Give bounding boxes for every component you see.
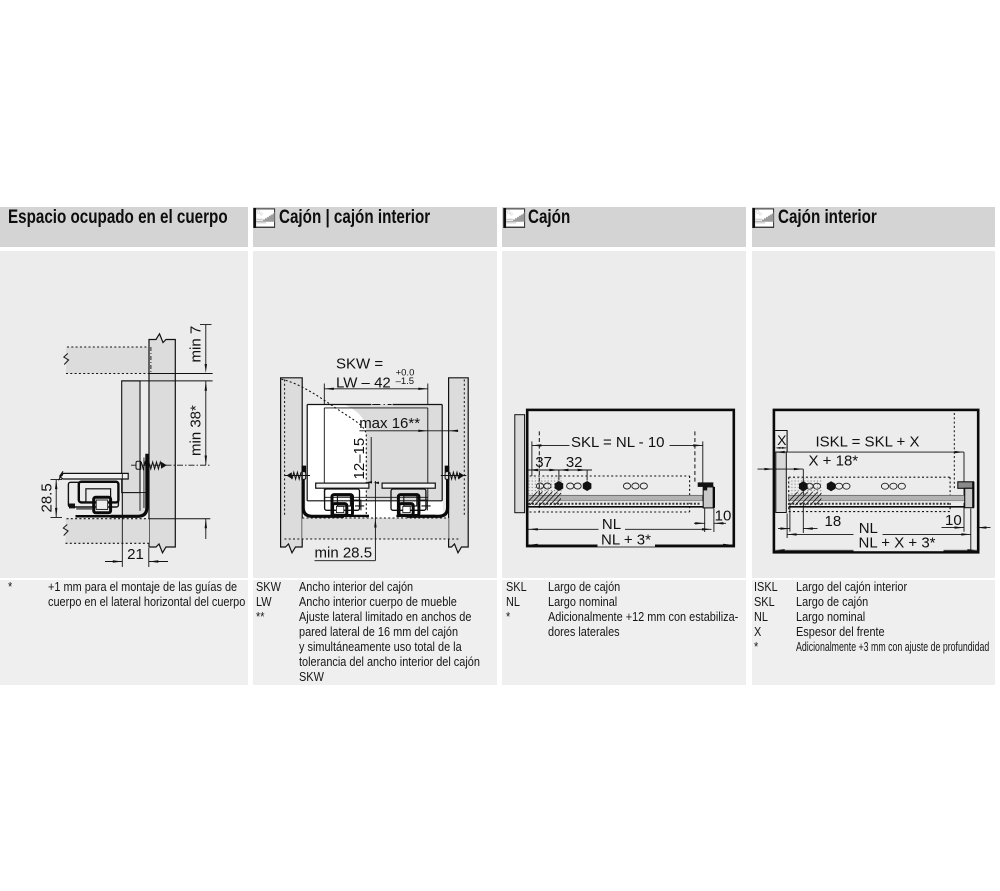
- svg-text:–1.5: –1.5: [396, 376, 415, 387]
- svg-text:28.5: 28.5: [39, 483, 56, 512]
- svg-text:18: 18: [824, 513, 841, 530]
- svg-text:NL + 3*: NL + 3*: [601, 531, 651, 548]
- svg-text:min 28.5: min 28.5: [315, 545, 373, 562]
- svg-text:min 7: min 7: [188, 326, 205, 363]
- svg-text:12–15: 12–15: [351, 438, 368, 480]
- svg-text:max 16**: max 16**: [359, 415, 420, 432]
- svg-text:min 38*: min 38*: [188, 405, 205, 456]
- svg-text:SKL = NL - 10: SKL = NL - 10: [571, 434, 665, 451]
- svg-text:+0.0: +0.0: [396, 368, 415, 379]
- svg-text:X: X: [777, 432, 787, 448]
- svg-text:37: 37: [535, 454, 552, 471]
- svg-text:32: 32: [566, 454, 583, 471]
- svg-text:LW – 42: LW – 42: [336, 374, 391, 391]
- svg-text:SKW =: SKW =: [336, 356, 383, 373]
- svg-text:21: 21: [127, 546, 144, 563]
- svg-text:NL: NL: [858, 520, 877, 537]
- svg-text:X + 18*: X + 18*: [808, 452, 858, 469]
- svg-text:10: 10: [715, 508, 732, 525]
- svg-text:ISKL = SKL + X: ISKL = SKL + X: [815, 433, 919, 450]
- svg-text:NL + X + 3*: NL + X + 3*: [858, 534, 935, 551]
- svg-text:NL: NL: [602, 516, 621, 533]
- svg-text:10: 10: [945, 512, 962, 529]
